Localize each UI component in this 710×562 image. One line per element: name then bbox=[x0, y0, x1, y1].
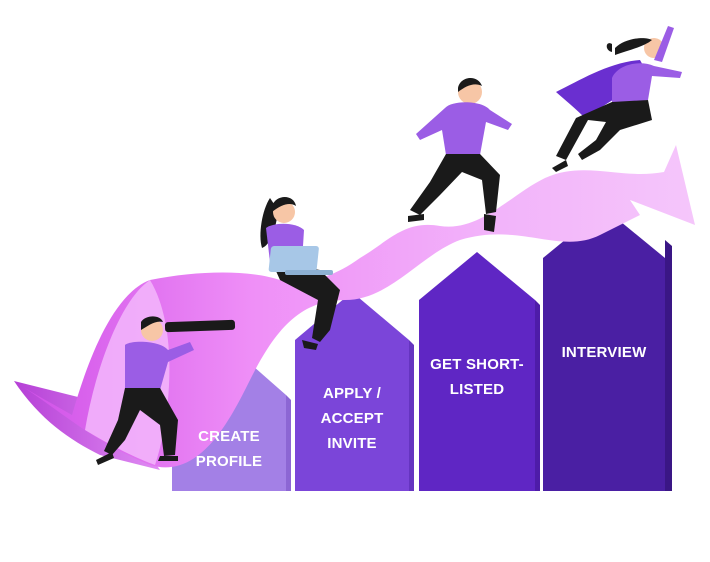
step-label-apply-accept-invite: APPLY / ACCEPT INVITE bbox=[295, 381, 409, 456]
step-label-line: INVITE bbox=[327, 435, 377, 452]
laptop-person-figure bbox=[260, 197, 340, 350]
flying-person-figure bbox=[552, 26, 682, 172]
step-label-line: APPLY / bbox=[322, 385, 382, 402]
telescope-person-figure bbox=[96, 316, 236, 465]
step-block-get-short-listed bbox=[419, 252, 540, 491]
step-label-get-short-listed: GET SHORT- LISTED bbox=[419, 352, 535, 402]
step-label-line: ACCEPT bbox=[320, 410, 384, 427]
step-block-apply-accept-invite bbox=[295, 292, 414, 491]
step-label-line: GET SHORT- bbox=[430, 356, 524, 373]
step-label-line: LISTED bbox=[449, 381, 505, 398]
step-label-create-profile: CREATE PROFILE bbox=[172, 424, 286, 474]
walking-person-figure bbox=[408, 77, 512, 232]
step-block-interview bbox=[543, 208, 672, 491]
ribbon-arrow bbox=[14, 145, 695, 468]
step-label-line: PROFILE bbox=[195, 453, 263, 470]
step-label-interview: INTERVIEW bbox=[543, 340, 665, 365]
step-label-line: CREATE bbox=[198, 428, 260, 445]
step-label-line: INTERVIEW bbox=[561, 344, 647, 361]
